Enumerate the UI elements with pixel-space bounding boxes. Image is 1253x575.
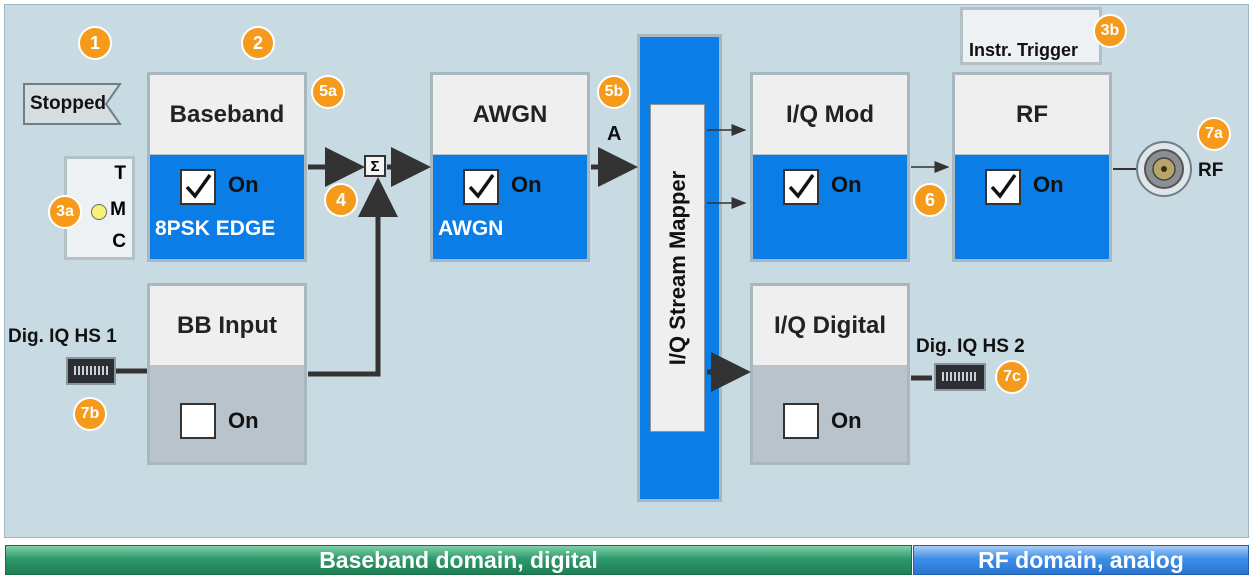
bb-input-on-checkbox[interactable] xyxy=(180,403,216,439)
badge-7c: 7c xyxy=(995,360,1029,394)
rf-on-label: On xyxy=(1033,172,1064,197)
iq-stream-mapper-button[interactable]: I/Q Stream Mapper xyxy=(650,104,705,432)
iq-digital-block[interactable]: I/Q Digital On xyxy=(750,283,910,465)
baseband-domain-bar: Baseband domain, digital xyxy=(5,545,912,575)
iq-mod-on-label: On xyxy=(831,172,862,197)
tmc-t-label: T xyxy=(114,163,126,184)
dig-iq-hs2-label: Dig. IQ HS 2 xyxy=(916,336,1025,357)
baseband-on-label: On xyxy=(228,172,259,197)
awgn-title: AWGN xyxy=(433,75,587,155)
iq-digital-state-panel[interactable]: On xyxy=(753,366,907,462)
badge-7b: 7b xyxy=(73,397,107,431)
awgn-block[interactable]: AWGN On AWGN xyxy=(430,72,590,262)
awgn-state-panel[interactable]: On AWGN xyxy=(433,155,587,259)
baseband-standard-label: 8PSK EDGE xyxy=(155,217,276,240)
checkmark-icon xyxy=(788,173,815,199)
tmc-m-indicator-icon xyxy=(91,204,107,220)
instr-trigger-label: Instr. Trigger xyxy=(969,40,1079,60)
stopped-flag-shape xyxy=(23,83,122,125)
dig-iq-hs2-pins xyxy=(942,372,978,381)
dig-iq-hs2-connector-icon[interactable] xyxy=(934,363,986,391)
dig-iq-hs1-label: Dig. IQ HS 1 xyxy=(8,326,117,347)
rf-on-checkbox[interactable] xyxy=(985,169,1021,205)
iq-mod-block[interactable]: I/Q Mod On xyxy=(750,72,910,262)
dig-iq-hs1-connector-icon[interactable] xyxy=(66,357,116,385)
iq-mod-on-checkbox[interactable] xyxy=(783,169,819,205)
rf-connector-shape xyxy=(1136,141,1192,197)
badge-6: 6 xyxy=(913,183,947,217)
iq-digital-on-checkbox[interactable] xyxy=(783,403,819,439)
iq-mod-title: I/Q Mod xyxy=(753,75,907,155)
rf-connector-icon[interactable] xyxy=(1135,140,1193,198)
iq-stream-mapper[interactable]: I/Q Stream Mapper xyxy=(637,34,722,502)
iq-digital-on-label: On xyxy=(831,408,862,433)
instr-trigger-button[interactable]: Instr. Trigger xyxy=(960,7,1102,65)
rf-output-label: RF xyxy=(1198,160,1224,181)
bb-input-on-label: On xyxy=(228,408,259,433)
stopped-indicator[interactable]: Stopped xyxy=(22,82,122,126)
baseband-state-panel[interactable]: On 8PSK EDGE xyxy=(150,155,304,259)
bb-input-title: BB Input xyxy=(150,286,304,366)
badge-7a: 7a xyxy=(1197,117,1231,151)
sum-symbol-icon: Σ xyxy=(364,155,386,177)
checkmark-icon xyxy=(468,173,495,199)
baseband-block[interactable]: Baseband On 8PSK EDGE xyxy=(147,72,307,262)
baseband-domain-label: Baseband domain, digital xyxy=(319,546,598,573)
badge-5b: 5b xyxy=(597,75,631,109)
stopped-label: Stopped xyxy=(30,93,106,114)
tmc-m-label: M xyxy=(110,199,126,220)
badge-3b: 3b xyxy=(1093,14,1127,48)
rf-domain-label: RF domain, analog xyxy=(978,546,1184,573)
dig-iq-hs1-pins xyxy=(74,366,108,375)
badge-5a: 5a xyxy=(311,75,345,109)
checkmark-icon xyxy=(185,173,212,199)
awgn-on-label: On xyxy=(511,172,542,197)
tmc-c-label: C xyxy=(112,231,126,252)
baseband-on-checkbox[interactable] xyxy=(180,169,216,205)
awgn-on-checkbox[interactable] xyxy=(463,169,499,205)
badge-1: 1 xyxy=(78,26,112,60)
iq-digital-title: I/Q Digital xyxy=(753,286,907,366)
bb-input-state-panel[interactable]: On xyxy=(150,366,304,462)
iq-stream-mapper-label: I/Q Stream Mapper xyxy=(664,170,690,366)
checkmark-icon xyxy=(990,173,1017,199)
iq-mod-state-panel[interactable]: On xyxy=(753,155,907,259)
rf-block[interactable]: RF On xyxy=(952,72,1112,262)
baseband-title: Baseband xyxy=(150,75,304,155)
badge-4: 4 xyxy=(324,183,358,217)
rf-state-panel[interactable]: On xyxy=(955,155,1109,259)
sum-symbol-glyph: Σ xyxy=(370,157,380,175)
badge-2: 2 xyxy=(241,26,275,60)
rf-title: RF xyxy=(955,75,1109,155)
bb-input-block[interactable]: BB Input On xyxy=(147,283,307,465)
awgn-sub-label: AWGN xyxy=(438,217,504,240)
path-a-label: A xyxy=(607,123,622,145)
rf-domain-bar: RF domain, analog xyxy=(913,545,1249,575)
badge-3a: 3a xyxy=(48,195,82,229)
